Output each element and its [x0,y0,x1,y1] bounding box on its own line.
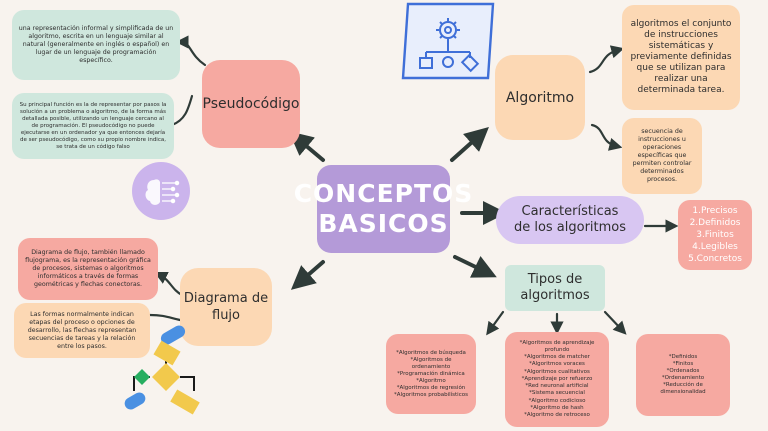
pseudocodigo-def2: Su principal función es la de representa… [12,93,174,159]
center-line2: BASICOS [318,209,449,238]
flowchart-illustration-icon [120,325,200,420]
caracteristica-item: 4.Legibles [692,242,738,252]
arrow-pseudo-def2 [170,94,194,127]
diagrama-title-1: Diagrama de [183,291,269,306]
tipos-title-2: algoritmos [520,288,590,303]
caracteristicas-title-1: Características [521,204,619,219]
gear-flowchart-icon [398,0,498,82]
arrow-tipos-g3 [603,310,627,335]
diagrama-title-2: flujo [212,308,240,323]
tipo-item: *Sistema secuencial [529,390,585,397]
diagrama-def2: Las formas normalmente indican etapas de… [14,303,150,358]
diagrama-def1-text: Diagrama de flujo, también llamado flujo… [25,249,151,288]
caracteristicas-title-2: de los algoritmos [513,220,627,235]
tipos-group-2: *Algoritmos de aprendizaje profundo *Alg… [505,332,609,427]
tipo-item: *Algoritmo de retroceso [524,411,590,418]
arrow-to-pseudocodigo [288,131,325,162]
tipo-item: *Finitos [672,361,694,367]
brain-icon [132,162,190,220]
tipo-item: *Algoritmos de búsqueda [396,349,466,356]
pseudocodigo-def1: una representación informal y simplifica… [12,10,180,80]
tipo-item: *Algoritmo codicioso [528,397,586,404]
algoritmo-node: Algoritmo [495,55,585,140]
tipo-item: *Algoritmo [416,377,446,384]
pseudocodigo-title: Pseudocódigo [202,96,300,112]
diagrama-def2-text: Las formas normalmente indican etapas de… [27,310,137,350]
tipo-item: *Algoritmos de matcher [524,354,590,361]
diagrama-node: Diagrama de flujo [180,268,272,346]
caracteristica-item: 5.Concretos [688,254,742,264]
tipos-node: Tipos de algoritmos [505,265,605,311]
tipo-item: *Definidos [668,354,698,360]
arrow-pseudo-def1 [175,35,207,67]
tipo-item: *Algoritmo de hash [530,404,584,411]
tipos-group-1: *Algoritmos de búsqueda *Algoritmos de o… [386,334,476,414]
caracteristica-item: 1.Precisos [692,206,738,216]
tipo-item: *Aprendizaje por refuerzo [521,375,593,382]
tipo-item: *Reducción de dimensionalidad [660,382,706,395]
tipo-item: *Algoritmos de regresión [396,384,466,391]
tipo-item: *Red neuronal artificial [525,383,589,390]
arrow-diag-def2 [148,313,182,322]
caracteristica-item: 2.Definidos [689,218,741,228]
tipo-item: *Algoritmos probabilísticos [394,391,468,398]
caracteristicas-node: Características de los algoritmos [496,196,644,244]
pseudocodigo-def2-text: Su principal función es la de representa… [19,101,167,150]
algoritmo-def2-text: secuencia de instrucciones u operaciones… [632,128,692,183]
pseudocodigo-def1-text: una representación informal y simplifica… [18,25,174,64]
arrow-to-algoritmo [450,127,489,162]
center-line1: CONCEPTOS [293,179,474,208]
tipo-item: *Algoritmos voraces [529,361,585,368]
tipo-item: *Programación dinámica [397,370,465,377]
tipos-group-3: *Definidos *Finitos *Ordenados *Ordenami… [636,334,730,416]
algoritmo-def1: algoritmos el conjunto de instrucciones … [622,5,740,110]
arrow-algo-def1 [588,45,625,74]
arrow-algo-def2 [590,123,623,151]
caracteristicas-list: 1.Precisos 2.Definidos 3.Finitos 4.Legib… [678,200,752,270]
arrow-diag-def1 [154,272,184,297]
arrow-tipos-g1 [486,310,505,336]
arrow-to-diagrama [290,260,325,290]
algoritmo-def1-text: algoritmos el conjunto de instrucciones … [630,19,732,95]
tipo-item: *Algoritmos de ordenamiento [410,356,452,370]
center-node: CONCEPTOS BASICOS [294,165,472,253]
diagrama-def1: Diagrama de flujo, también llamado flujo… [18,238,158,300]
tipo-item: *Ordenados [666,368,700,374]
tipo-item: *Algoritmos cualitativos [524,368,590,375]
pseudocodigo-node: Pseudocódigo [202,60,300,148]
arrow-to-tipos [453,255,497,278]
algoritmo-def2: secuencia de instrucciones u operaciones… [622,118,702,194]
tipo-item: *Algoritmos de aprendizaje profundo [519,339,595,354]
caracteristica-item: 3.Finitos [696,230,734,240]
algoritmo-title: Algoritmo [505,89,575,106]
tipo-item: *Ordenamiento [661,375,705,381]
tipos-title-1: Tipos de [527,272,583,287]
